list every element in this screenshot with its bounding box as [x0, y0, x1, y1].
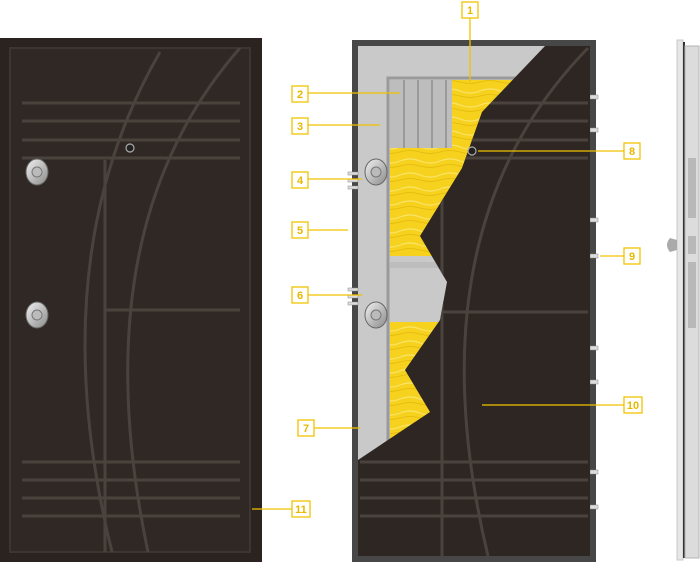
callout-2: 2	[291, 85, 400, 103]
callout-number: 4	[297, 175, 304, 187]
callout-number: 1	[467, 5, 473, 17]
callout-8: 8	[478, 142, 641, 160]
lock-lower-cutaway	[364, 301, 388, 329]
pins	[347, 94, 599, 510]
callout-number: 11	[295, 504, 307, 516]
callout-number: 5	[297, 225, 303, 237]
lock-upper	[25, 158, 49, 186]
decor-grooves	[22, 48, 242, 552]
callout-5: 5	[291, 221, 348, 239]
front-door	[0, 38, 262, 562]
callout-number: 2	[297, 89, 303, 101]
callout-number: 3	[297, 121, 303, 133]
stiffeners	[390, 80, 452, 148]
lock-upper-cutaway	[364, 158, 388, 186]
callout-10: 10	[482, 396, 643, 414]
callout-7: 7	[297, 419, 360, 437]
callout-number: 7	[303, 423, 309, 435]
door-leaf	[9, 47, 251, 553]
callout-number: 9	[629, 251, 635, 263]
callout-4: 4	[291, 171, 362, 189]
callout-number: 10	[627, 400, 639, 412]
callout-number: 6	[297, 290, 303, 302]
lock-lower	[25, 301, 49, 329]
handle-icon	[667, 238, 677, 252]
peephole-icon	[125, 143, 135, 153]
cutaway-door	[347, 40, 599, 562]
callout-1: 1	[461, 1, 479, 82]
peephole-icon	[467, 146, 477, 156]
callout-9: 9	[600, 247, 641, 265]
callouts: 1 2 3 4 5 6 7	[252, 1, 643, 518]
callout-6: 6	[291, 286, 362, 304]
callout-3: 3	[291, 117, 380, 135]
callout-number: 8	[629, 146, 635, 158]
callout-11: 11	[252, 500, 311, 518]
side-profile	[667, 39, 700, 561]
